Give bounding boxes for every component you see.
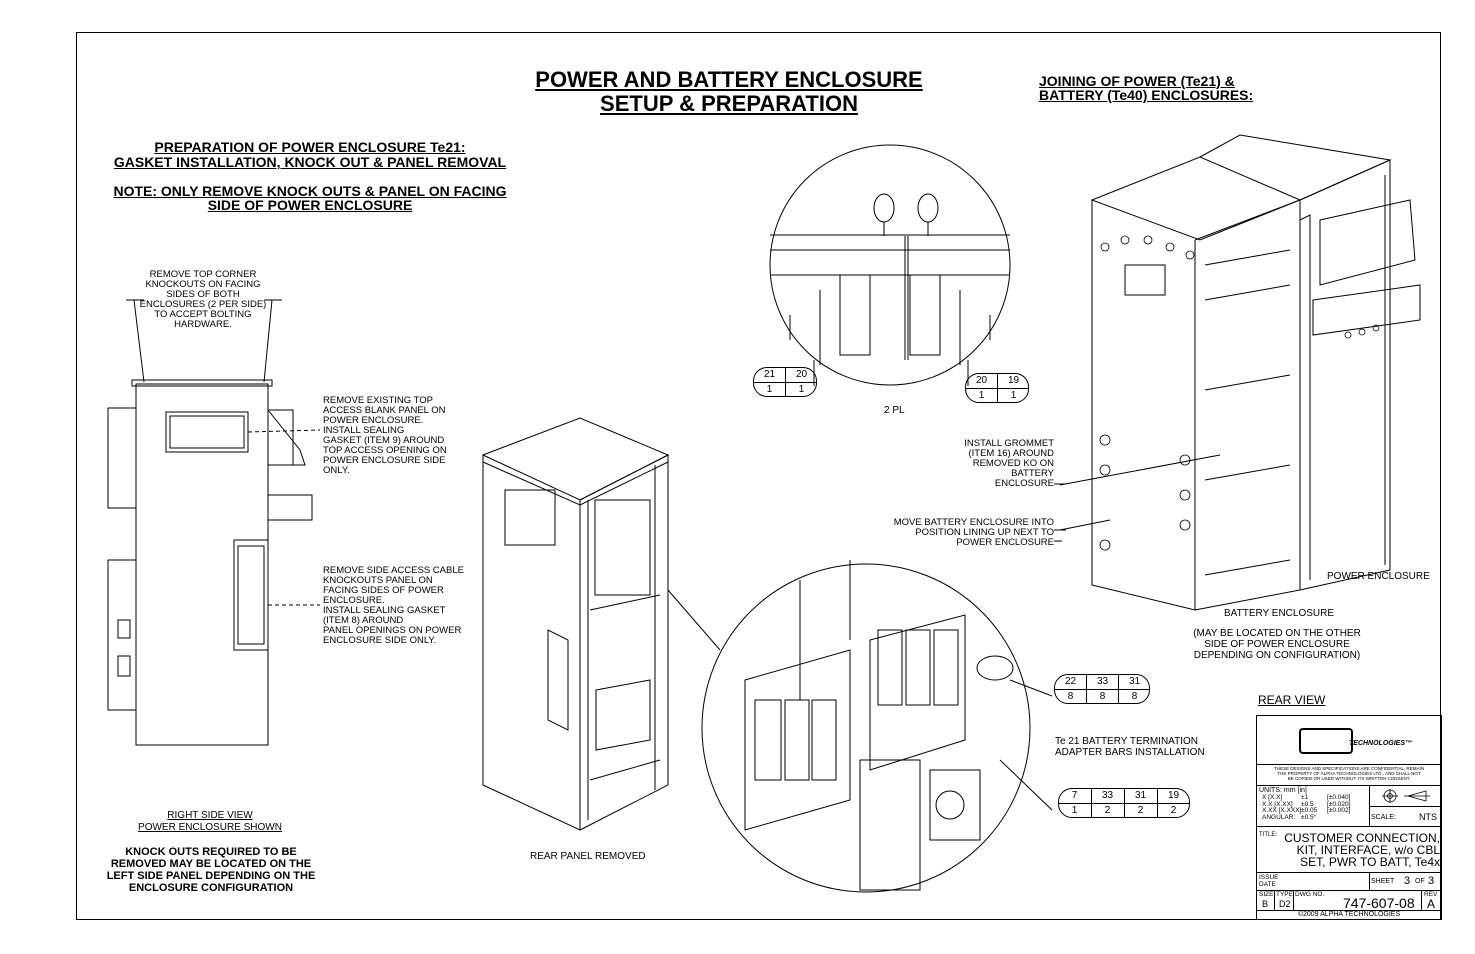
tolerance-inch: [±0.040] [±0.020] [±0.002] xyxy=(1327,794,1351,814)
scale-value: NTS xyxy=(1419,812,1437,822)
two-pl-label: 2 PL xyxy=(884,405,905,416)
balloon-item: 33 xyxy=(1101,790,1114,801)
rear-panel-removed-caption: REAR PANEL REMOVED xyxy=(530,851,646,862)
balloon-item: 31 xyxy=(1134,790,1147,801)
tolerance-labels: X [X.X] X.X [X.XX] X.XX [X.XXX] ANGULAR: xyxy=(1262,794,1302,821)
balloon-item: 31 xyxy=(1128,676,1141,687)
drawing-number: 747-607-08 xyxy=(1343,895,1415,911)
note-side-access-knockouts: REMOVE SIDE ACCESS CABLE KNOCKOUTS PANEL… xyxy=(323,565,464,646)
title-block: TECHNOLOGIES™ THESE DESIGNS AND SPECIFIC… xyxy=(1256,715,1442,920)
balloon-qty: 8 xyxy=(1131,691,1138,702)
right-side-view-drawing xyxy=(107,299,321,746)
issue-date-label: ISSUE DATE xyxy=(1259,874,1279,888)
leader-lines xyxy=(126,299,1066,811)
balloon-qty: 1 xyxy=(1071,805,1078,816)
te21-battery-termination-note: Te 21 BATTERY TERMINATION ADAPTER BARS I… xyxy=(1055,736,1205,758)
balloon-item: 19 xyxy=(1007,375,1020,386)
balloon-item: 19 xyxy=(1167,790,1180,801)
sheet-of-label: OF xyxy=(1415,878,1425,885)
right-side-view-caption: RIGHT SIDE VIEW POWER ENCLOSURE SHOWN xyxy=(138,810,282,833)
note-top-access-panel: REMOVE EXISTING TOP ACCESS BLANK PANEL O… xyxy=(323,395,447,476)
type-value: D2 xyxy=(1279,899,1291,909)
join-title-line2: BATTERY (Te40) ENCLOSURES: xyxy=(1039,87,1254,103)
rev-label: REV xyxy=(1424,891,1438,898)
prep-note-line2: SIDE OF POWER ENCLOSURE xyxy=(207,197,413,213)
balloon-item: 7 xyxy=(1071,790,1078,801)
rear-view-holes xyxy=(1099,235,1380,551)
size-label: SIZE xyxy=(1259,891,1274,898)
top-detail-circle xyxy=(769,144,1011,386)
item-balloon-22-33-31: 22 33 31 8 8 8 xyxy=(1054,674,1150,704)
type-label: TYPE xyxy=(1276,891,1293,898)
note-top-corner-knockouts: REMOVE TOP CORNER KNOCKOUTS ON FACING SI… xyxy=(139,269,267,330)
note-move-battery: MOVE BATTERY ENCLOSURE INTO POSITION LIN… xyxy=(893,517,1054,548)
company-logo: TECHNOLOGIES™ xyxy=(1257,716,1441,764)
prep-title-line1: PREPARATION OF POWER ENCLOSURE Te21: xyxy=(154,139,466,155)
tolerance-values: ±1 ±0.5 ±0.05 ±0.5° xyxy=(1301,794,1318,821)
drawing-border xyxy=(76,32,1441,920)
item-balloon-21-20: 21 20 1 1 xyxy=(753,367,817,397)
balloon-item: 21 xyxy=(763,369,776,380)
item-balloon-7-33-31-19: 7 33 31 19 1 2 2 2 xyxy=(1058,788,1190,818)
sheet-total: 3 xyxy=(1428,875,1435,887)
note-install-grommet: INSTALL GROMMET (ITEM 16) AROUND REMOVED… xyxy=(964,438,1054,489)
balloon-qty: 1 xyxy=(766,384,773,395)
balloon-qty: 8 xyxy=(1099,691,1106,702)
balloon-qty: 2 xyxy=(1137,805,1144,816)
main-title-line2: SETUP & PREPARATION xyxy=(600,91,858,116)
balloon-item: 20 xyxy=(795,369,808,380)
item-balloon-20-19: 20 19 1 1 xyxy=(965,373,1029,403)
drawing-title: CUSTOMER CONNECTION, KIT, INTERFACE, w/o… xyxy=(1284,831,1440,869)
battery-location-note: (MAY BE LOCATED ON THE OTHER SIDE OF POW… xyxy=(1193,628,1361,661)
title-label: TITLE: xyxy=(1259,832,1278,838)
sheet-label: SHEET xyxy=(1371,878,1395,885)
scale-label: SCALE: xyxy=(1371,814,1396,821)
copyright-notice: ©2009 ALPHA TECHNOLOGIES xyxy=(1297,911,1401,918)
rear-view-caption: REAR VIEW xyxy=(1258,693,1326,707)
dwg-no-label: DWG NO. xyxy=(1295,891,1325,898)
balloon-qty: 8 xyxy=(1067,691,1074,702)
battery-enclosure-label: BATTERY ENCLOSURE xyxy=(1224,608,1335,619)
prep-title-line2: GASKET INSTALLATION, KNOCK OUT & PANEL R… xyxy=(113,154,507,170)
balloon-qty: 1 xyxy=(978,390,985,401)
balloon-item: 22 xyxy=(1064,676,1077,687)
balloon-item: 20 xyxy=(975,375,988,386)
projection-symbol-icon xyxy=(1382,789,1430,803)
logo-text: TECHNOLOGIES™ xyxy=(1349,740,1413,747)
sheet-number: 3 xyxy=(1404,875,1411,887)
alpha-logo-mark xyxy=(1299,728,1353,754)
bottom-detail-circle xyxy=(701,560,1031,893)
prep-note-line1: NOTE: ONLY REMOVE KNOCK OUTS & PANEL ON … xyxy=(113,183,507,199)
power-enclosure-label: POWER ENCLOSURE xyxy=(1327,571,1430,582)
balloon-qty: 2 xyxy=(1104,805,1111,816)
balloon-qty: 1 xyxy=(1010,390,1017,401)
units-label: UNITS: mm [in] xyxy=(1259,787,1307,794)
size-value: B xyxy=(1262,899,1269,909)
join-title-line1: JOINING OF POWER (Te21) & xyxy=(1039,73,1235,89)
main-title-line1: POWER AND BATTERY ENCLOSURE xyxy=(535,67,923,92)
revision-value: A xyxy=(1427,897,1436,911)
balloon-qty: 2 xyxy=(1170,805,1177,816)
rear-panel-removed-drawing xyxy=(481,417,721,831)
rear-view-drawing xyxy=(1059,134,1421,611)
confidential-notice: THESE DESIGNS AND SPECIFICATIONS ARE CON… xyxy=(1274,766,1424,781)
balloon-item: 33 xyxy=(1096,676,1109,687)
knock-outs-note: KNOCK OUTS REQUIRED TO BE REMOVED MAY BE… xyxy=(106,846,316,894)
balloon-qty: 1 xyxy=(798,384,805,395)
